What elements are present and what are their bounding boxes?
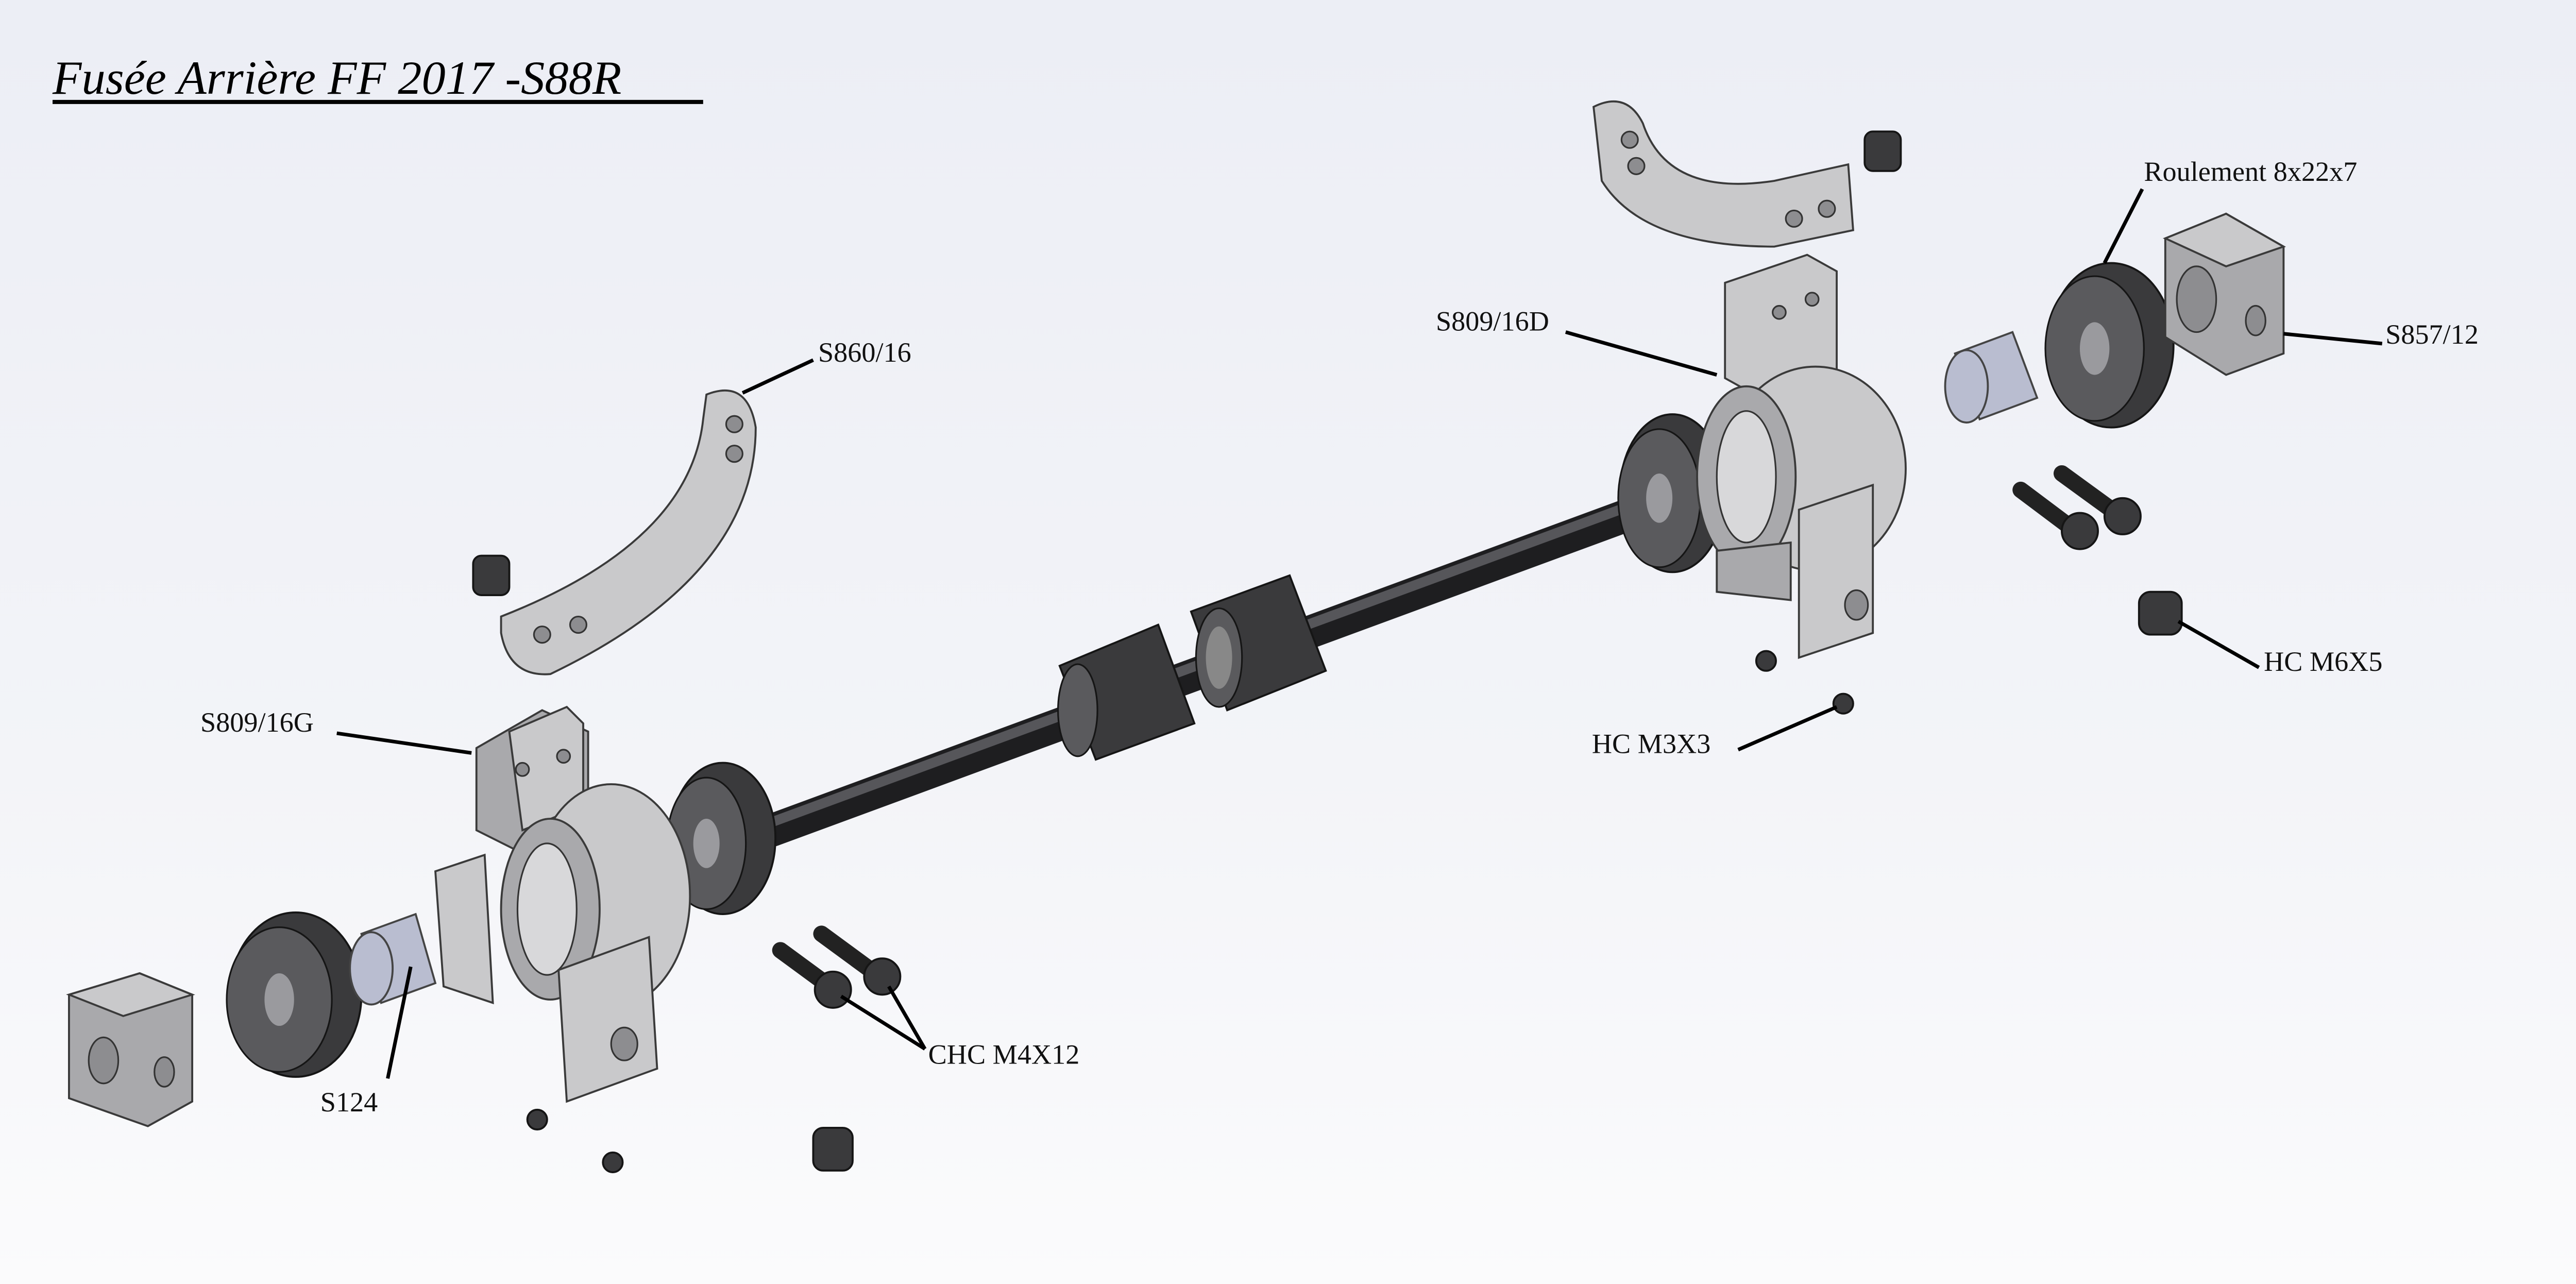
shaft-sleeve-left	[1057, 623, 1196, 761]
label-s857-12: S857/12	[2385, 319, 2479, 350]
bearing-left-outer	[226, 911, 363, 1078]
leader-lines	[336, 188, 2383, 1079]
label-chc-m4x12: CHC M4X12	[928, 1039, 1080, 1070]
shaft-sleeve-right	[1190, 574, 1327, 712]
label-hc-m3x3: HC M3X3	[1592, 728, 1710, 759]
upright-left-s809-16g	[434, 705, 691, 1103]
screws-right	[2012, 465, 2142, 550]
label-s809-16g: S809/16G	[200, 707, 314, 738]
arm-right	[1592, 100, 1854, 248]
bushing-left-s124	[349, 913, 437, 1006]
bearing-right-outer-roulement	[2044, 262, 2175, 429]
label-s860-16: S860/16	[818, 337, 911, 368]
hub-right-s857-12	[2162, 212, 2286, 376]
hub-left	[66, 972, 195, 1127]
label-hc-m6x5: HC M6X5	[2264, 646, 2382, 677]
label-s809-16d: S809/16D	[1436, 306, 1549, 336]
label-s124: S124	[320, 1087, 378, 1118]
label-roulement-8x22x7: Roulement 8x22x7	[2144, 156, 2357, 187]
arm-left-s860-16	[500, 389, 757, 675]
upright-right-s809-16d	[1696, 254, 1907, 659]
set-screws	[472, 130, 2183, 1173]
drawing-title: Fusée Arrière FF 2017 -S88R	[52, 52, 621, 105]
bushing-right	[1944, 331, 2039, 424]
